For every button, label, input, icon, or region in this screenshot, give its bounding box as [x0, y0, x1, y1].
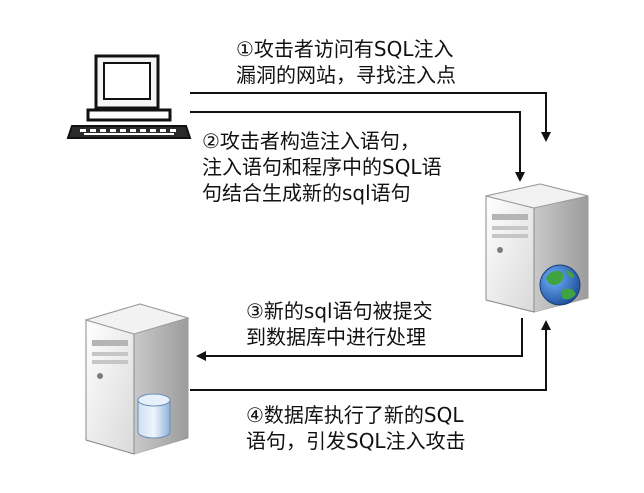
step-2-line-1: ②攻击者构造注入语句， — [202, 129, 420, 153]
arrows — [190, 92, 551, 391]
arrow-step-2 — [190, 111, 525, 182]
globe-icon — [539, 264, 581, 306]
arrow-step-1 — [190, 92, 551, 142]
step-3-line-2: 到数据库中进行处理 — [246, 325, 426, 349]
step-2-line-3: 句结合生成新的sql语句 — [202, 181, 411, 205]
database-server-icon — [84, 303, 190, 455]
step-4-line-1: ④数据库执行了新的SQL — [246, 403, 464, 427]
step-3-line-1: ③新的sql语句被提交 — [246, 299, 433, 323]
step-2-line-2: 注入语句和程序中的SQL语 — [202, 155, 442, 179]
step-4-label: ④数据库执行了新的SQL 语句，引发SQL注入攻击 — [246, 402, 466, 454]
step-1-line-1: ①攻击者访问有SQL注入 — [236, 37, 454, 61]
step-1-label: ①攻击者访问有SQL注入 漏洞的网站，寻找注入点 — [236, 36, 456, 88]
step-3-label: ③新的sql语句被提交 到数据库中进行处理 — [246, 298, 433, 350]
computer-terminal-icon — [66, 54, 192, 139]
arrow-step-4 — [190, 320, 551, 391]
step-1-line-2: 漏洞的网站，寻找注入点 — [236, 63, 456, 87]
arrow-step-3 — [196, 318, 523, 361]
step-2-label: ②攻击者构造注入语句， 注入语句和程序中的SQL语 句结合生成新的sql语句 — [202, 128, 442, 206]
step-4-line-2: 语句，引发SQL注入攻击 — [246, 429, 466, 453]
